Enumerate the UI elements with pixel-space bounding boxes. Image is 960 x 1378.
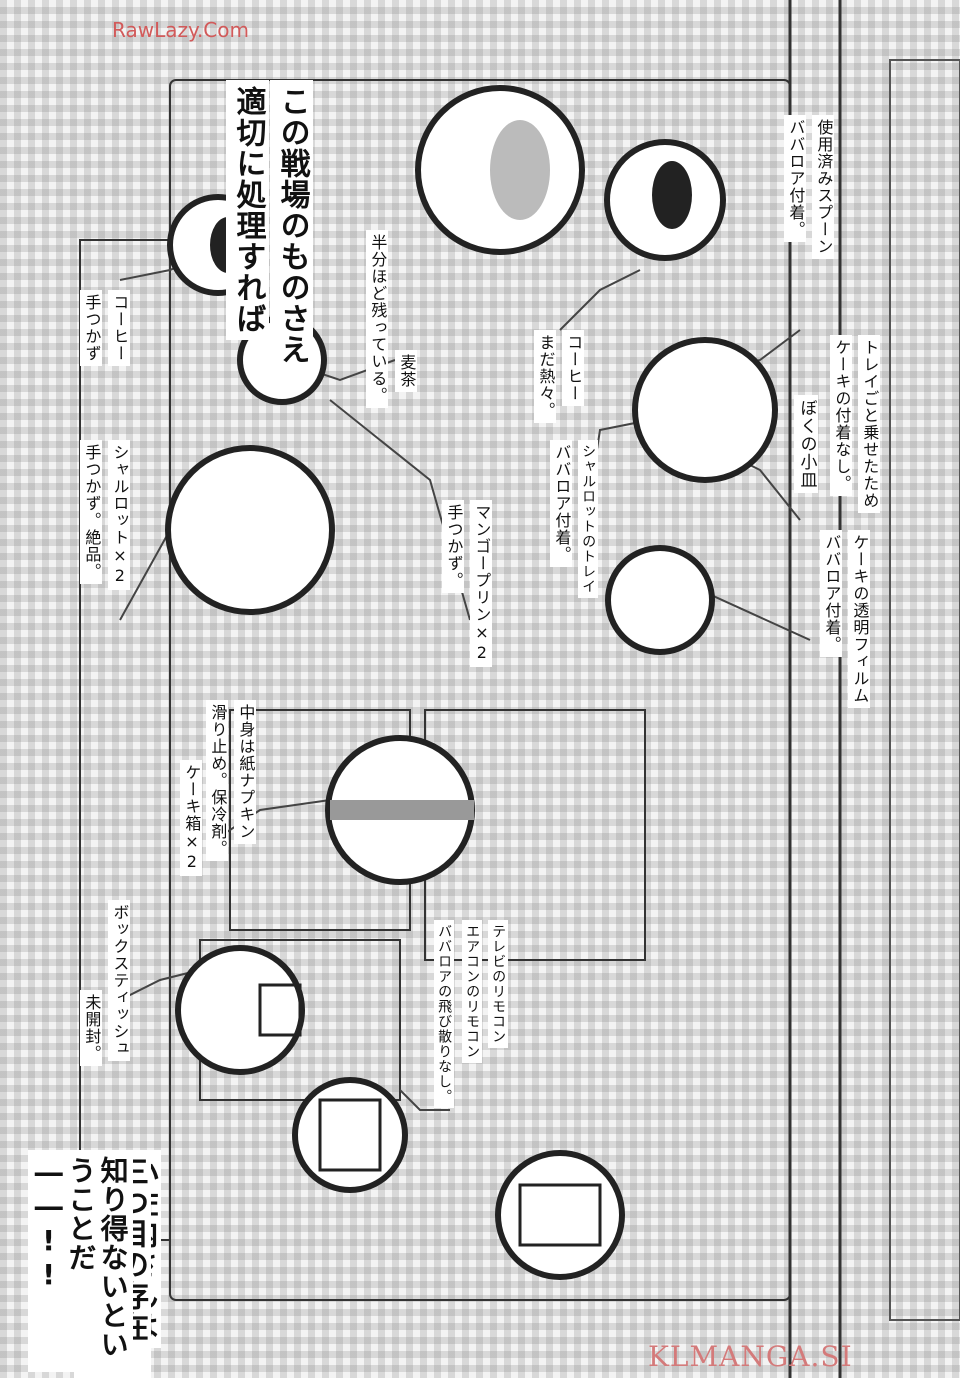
cake-film-name: ケーキの透明フィルム	[850, 534, 870, 704]
mugicha-liquid	[490, 120, 550, 220]
label-tray-note-2: ケーキの付着なし。	[830, 335, 853, 496]
mugicha-name: 麦茶	[397, 354, 417, 388]
coffee1-name: コーヒー	[110, 294, 130, 362]
coffee1-note: 手つかず	[82, 294, 102, 362]
charlotte-tray-name: シャルロットのトレイ	[580, 444, 597, 594]
label-tissue: ボックスティッシュ	[108, 900, 131, 1061]
label-remote-3: ババロアの飛び散りなし。	[434, 920, 455, 1108]
narration-line-2: 適切に処理すれば	[226, 80, 269, 340]
coffee2-note: まだ熱々。	[536, 334, 556, 419]
spoon-note: ババロア付着。	[786, 119, 806, 238]
cake-box-note2: 滑り止め。保冷剤。	[208, 704, 228, 857]
narration-line-5: 知り得ないということだ――!!	[28, 1150, 133, 1372]
mango-circle	[605, 545, 715, 655]
remote-line2: エアコンのリモコン	[464, 924, 481, 1059]
label-spoon-note: ババロア付着。	[784, 115, 807, 242]
cake-box-note1: 中身は紙ナプキン	[236, 704, 256, 840]
label-tray-note-1: トレイごと乗せたため	[858, 335, 881, 513]
label-coffee1: コーヒー	[108, 290, 131, 366]
remote2-body	[518, 1183, 602, 1247]
charlotte-tray-note: ババロア付着。	[552, 444, 572, 563]
cake-box-name: ケーキ箱×2	[182, 764, 202, 872]
label-mango-note: 手つかず。	[442, 500, 465, 593]
label-charlotte: シャルロット×2	[108, 440, 131, 590]
label-charlotte-tray: シャルロットのトレイ	[578, 440, 599, 598]
label-my-plate: ぼくの小皿	[794, 395, 818, 493]
watermark-bottom: KLMANGA.SI	[648, 1340, 853, 1373]
label-tissue-note: 未開封。	[80, 990, 103, 1066]
charlotte-note: 手つかず。絶品。	[82, 444, 102, 580]
charlotte-name: シャルロット×2	[110, 444, 130, 586]
remote-line3: ババロアの飛び散りなし。	[436, 924, 453, 1104]
window-frame	[889, 59, 960, 1321]
plate-circle	[632, 337, 778, 483]
label-coffee2-note: まだ熱々。	[534, 330, 557, 423]
my-plate-name: ぼくの小皿	[796, 399, 817, 489]
label-coffee1-note: 手つかず	[80, 290, 103, 366]
label-mango: マンゴープリン×2	[470, 500, 493, 667]
spoon-name: 使用済みスプーン	[814, 119, 834, 255]
label-charlotte-tray-note: ババロア付着。	[550, 440, 573, 567]
cake-film-note: ババロア付着。	[822, 534, 842, 653]
label-remote-2: エアコンのリモコン	[462, 920, 483, 1063]
tissue-name: ボックスティッシュ	[110, 904, 130, 1057]
label-coffee2: コーヒー	[562, 330, 585, 406]
label-remote-1: テレビのリモコン	[488, 920, 509, 1048]
coffee2-liquid	[652, 161, 692, 229]
charlotte-circle	[165, 445, 335, 615]
tissue-slot	[258, 983, 302, 1037]
label-cake-film-note: ババロア付着。	[820, 530, 843, 657]
watermark-top: RawLazy.Com	[112, 18, 249, 42]
tissue-note: 未開封。	[82, 994, 102, 1062]
remote-line1: テレビのリモコン	[490, 924, 507, 1044]
label-mugicha-note: 半分ほど残っている。	[366, 230, 389, 408]
label-mugicha: 麦茶	[395, 350, 418, 392]
sofa-outline	[79, 239, 171, 1241]
tray-note-line2: ケーキの付着なし。	[832, 339, 852, 492]
mugicha-note: 半分ほど残っている。	[368, 234, 388, 404]
remote-body	[318, 1098, 382, 1172]
tray-note-line1: トレイごと乗せたため	[860, 339, 880, 509]
coffee2-name: コーヒー	[564, 334, 584, 402]
mango-name: マンゴープリン×2	[472, 504, 492, 663]
label-spoon: 使用済みスプーン	[812, 115, 835, 259]
label-cake-box-note-2: 滑り止め。保冷剤。	[206, 700, 229, 861]
label-cake-film: ケーキの透明フィルム	[848, 530, 871, 708]
label-charlotte-note: 手つかず。絶品。	[80, 440, 103, 584]
remote2-circle	[495, 1150, 625, 1280]
label-cake-box: ケーキ箱×2	[180, 760, 203, 876]
cake-box-split	[330, 800, 474, 820]
tissue-circle	[175, 945, 305, 1075]
mango-note: 手つかず。	[444, 504, 464, 589]
narration-line-1: この戦場のものさえ	[270, 80, 313, 371]
remote1-circle	[292, 1077, 408, 1193]
label-cake-box-note-1: 中身は紙ナプキン	[234, 700, 257, 844]
